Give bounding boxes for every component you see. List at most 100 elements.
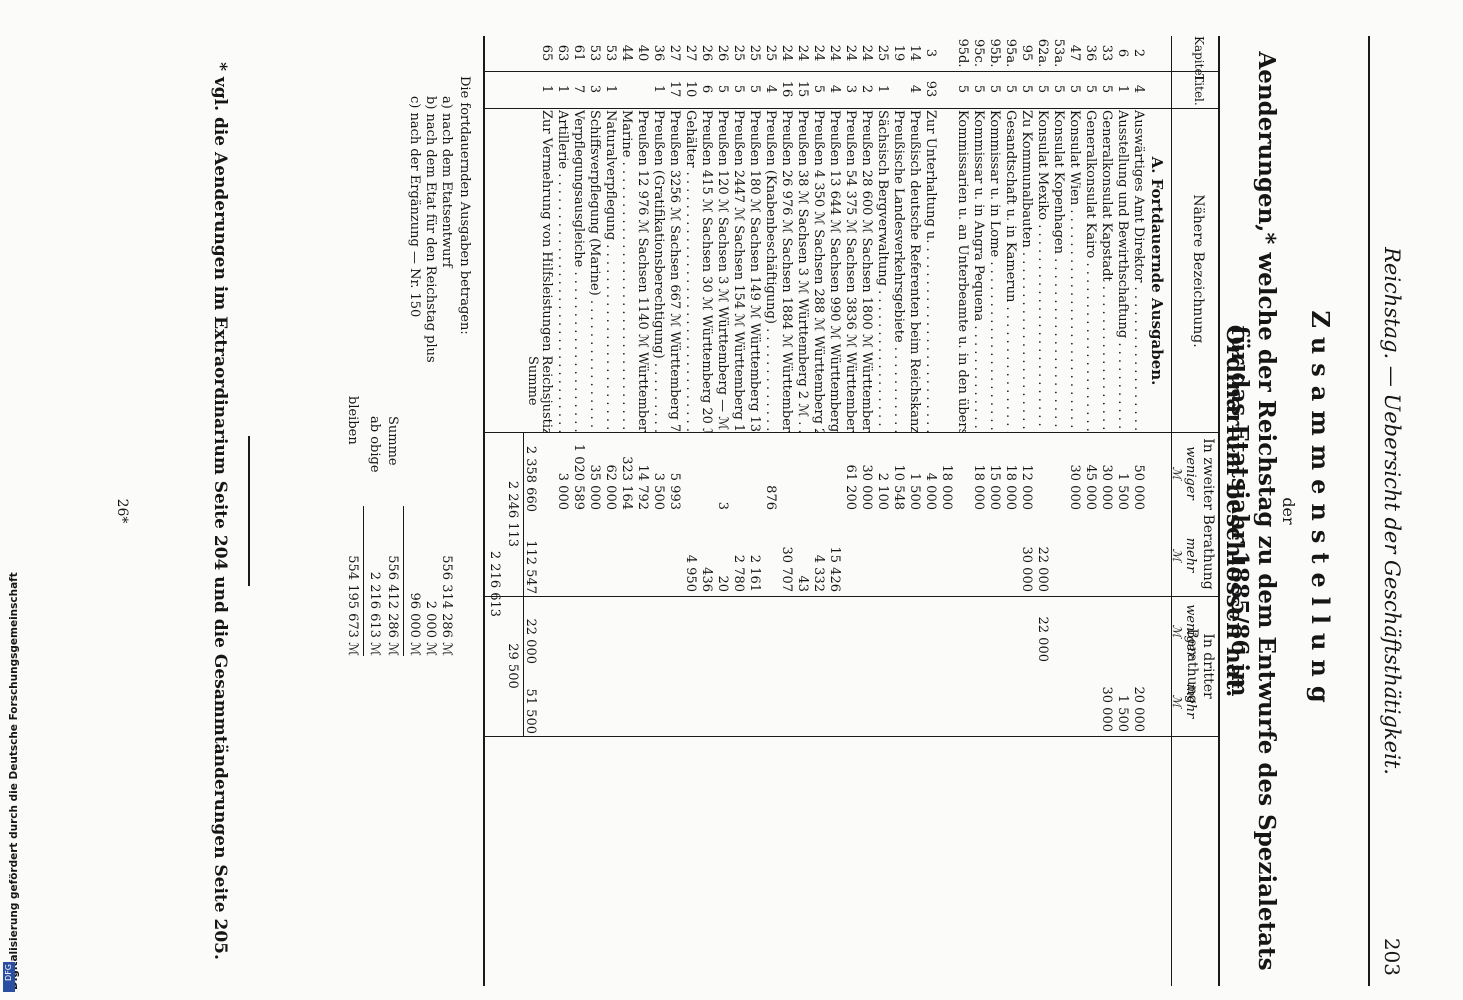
table-row: 144Preußisch deutsche Referenten beim Re… bbox=[906, 36, 922, 986]
table-row: 245Preußen 4 350 ℳ Sachsen 288 ℳ Württem… bbox=[810, 36, 826, 986]
unit-label: ℳ bbox=[1170, 548, 1184, 562]
calc-c-value: 96 000 ℳ bbox=[407, 592, 422, 656]
rotated-page: Reichstag. — Uebersicht der Geschäftsthä… bbox=[40, 36, 1420, 986]
row-mehr-3: 20 000 bbox=[1131, 686, 1146, 733]
row-weniger-2: 14 792 bbox=[635, 464, 650, 511]
row-titel: 5 bbox=[1035, 84, 1050, 94]
row-titel: 6 bbox=[699, 84, 714, 94]
running-title: Reichstag. — Uebersicht der Geschäftsthä… bbox=[1380, 247, 1404, 775]
row-kapitel: 6 bbox=[1115, 48, 1130, 58]
summe-total: 2 216 613 bbox=[487, 550, 502, 618]
row-titel: 2 bbox=[859, 84, 874, 94]
row-bezeichnung: Naturalverpflegung . . . . . . . . . . .… bbox=[603, 110, 618, 432]
section-title: A. Fortdauernde Ausgaben. bbox=[1148, 156, 1166, 386]
row-bezeichnung: Schiffsverpflegung (Marine) . . . . . . … bbox=[587, 110, 602, 432]
row-kapitel: 24 bbox=[811, 44, 826, 62]
row-weniger-2: 5 993 bbox=[667, 472, 682, 510]
row-bezeichnung: Preußische Landesverkehrsgebiete . . . .… bbox=[891, 110, 906, 432]
row-kapitel: 3 bbox=[923, 48, 938, 58]
row-kapitel: 95c. bbox=[971, 39, 986, 67]
row-bezeichnung: Marine . . . . . . . . . . . . . . . . .… bbox=[619, 110, 634, 432]
row-bezeichnung: Sächsisch Bergverwaltung . . . . . . . .… bbox=[875, 110, 890, 432]
row-weniger-2: 61 200 bbox=[843, 464, 858, 511]
row-kapitel: 61 bbox=[571, 44, 586, 62]
header-rule bbox=[1368, 36, 1370, 986]
calc-b-value: 2 000 ℳ bbox=[423, 600, 438, 656]
row-titel: 5 bbox=[731, 84, 746, 94]
row-bezeichnung: Generalkonsulat Kairo . . . . . . . . . … bbox=[1083, 110, 1098, 432]
row-kapitel: 62a. bbox=[1035, 38, 1050, 68]
row-bezeichnung: Preußisch deutsche Referenten beim Reich… bbox=[906, 110, 922, 432]
row-weniger-2: 3 000 bbox=[555, 472, 570, 510]
row-bezeichnung: Preußen 3256 ℳ Sachsen 667 ℳ Württemberg… bbox=[666, 110, 682, 432]
row-bezeichnung: Zur Unterhaltung u. . . . . . . . . . . … bbox=[923, 110, 938, 432]
col-kapitel: Kapitel. bbox=[1192, 36, 1206, 84]
row-titel: 5 bbox=[1067, 84, 1082, 94]
calc-rule bbox=[363, 506, 364, 656]
row-bezeichnung: Preußen 38 ℳ Sachsen 3 ℳ Württemberg 2 ℳ… bbox=[795, 110, 810, 432]
row-bezeichnung: Konsulat Kopenhagen . . . . . . . . . . … bbox=[1051, 110, 1066, 432]
summe-net-2: 2 246 113 bbox=[505, 480, 520, 548]
row-mehr-3: 30 000 bbox=[1099, 686, 1114, 733]
row-titel: 15 bbox=[795, 80, 810, 98]
calc-sum-label: Summe bbox=[385, 416, 400, 466]
row-kapitel: 25 bbox=[763, 44, 778, 62]
row-titel: 5 bbox=[1099, 84, 1114, 94]
row-kapitel: 25 bbox=[731, 44, 746, 62]
row-titel: 5 bbox=[971, 84, 986, 94]
row-titel: 5 bbox=[955, 84, 970, 94]
row-bezeichnung: Preußen 26 976 ℳ Sachsen 1884 ℳ Württemb… bbox=[778, 110, 794, 432]
summe-mehr-3: 51 500 bbox=[523, 688, 538, 735]
footnote-rule bbox=[248, 436, 250, 586]
row-kapitel: 36 bbox=[1083, 44, 1098, 62]
row-weniger-2: 18 000 bbox=[1003, 464, 1018, 511]
row-titel: 7 bbox=[571, 84, 586, 94]
row-bezeichnung: Zu Kommunalbauten . . . . . . . . . . . … bbox=[1019, 110, 1034, 432]
row-bezeichnung: Preußen 54 375 ℳ Sachsen 3836 ℳ Württemb… bbox=[842, 110, 858, 432]
row-bezeichnung: Preußen 120 ℳ Sachsen 3 ℳ Württemberg — … bbox=[715, 110, 730, 432]
row-mehr-2: 22 000 bbox=[1035, 546, 1050, 593]
row-kapitel: 27 bbox=[683, 44, 698, 62]
row-kapitel: 27 bbox=[667, 44, 682, 62]
row-kapitel: 63 bbox=[555, 44, 570, 62]
row-weniger-3: 22 000 bbox=[1035, 616, 1050, 663]
row-mehr-2: 30 000 bbox=[1019, 546, 1034, 593]
table-row: 255Preußen 2447 ℳ Sachsen 154 ℳ Württemb… bbox=[730, 36, 746, 986]
row-titel: 5 bbox=[1003, 84, 1018, 94]
row-bezeichnung: Verpflegungsausgleiche . . . . . . . . .… bbox=[571, 110, 586, 432]
row-titel: 10 bbox=[683, 80, 698, 98]
row-kapitel: 26 bbox=[699, 44, 714, 62]
calc-a-value: 556 314 286 ℳ bbox=[439, 555, 454, 656]
row-titel: 5 bbox=[1051, 84, 1066, 94]
row-weniger-2: 62 000 bbox=[603, 464, 618, 511]
row-kapitel: 44 bbox=[619, 44, 634, 62]
row-titel: 1 bbox=[875, 84, 890, 94]
row-bezeichnung: Auswärtiges Amt Direktor . . . . . . . .… bbox=[1131, 110, 1146, 432]
calc-a-label: a) nach dem Etatsentwurf bbox=[439, 96, 454, 268]
row-bezeichnung: Kommissar u. in Angra Pequena . . . . . … bbox=[971, 110, 986, 432]
table-row: 40Preußen 12 976 ℳ Sachsen 1140 ℳ Württe… bbox=[634, 36, 650, 986]
row-weniger-2: 3 bbox=[715, 501, 730, 510]
row-titel: 5 bbox=[747, 84, 762, 94]
credit-text: Digitalisierung gefördert durch die Deut… bbox=[8, 572, 20, 990]
row-weniger-2: 50 000 bbox=[1131, 464, 1146, 511]
row-weniger-2: 18 000 bbox=[971, 464, 986, 511]
summe-mehr-2: 112 547 bbox=[523, 540, 538, 594]
row-bezeichnung: Preußen 12 976 ℳ Sachsen 1140 ℳ Württemb… bbox=[634, 110, 650, 432]
row-bezeichnung: Preußen (Gratifikationsberechtigung) . .… bbox=[651, 110, 666, 432]
